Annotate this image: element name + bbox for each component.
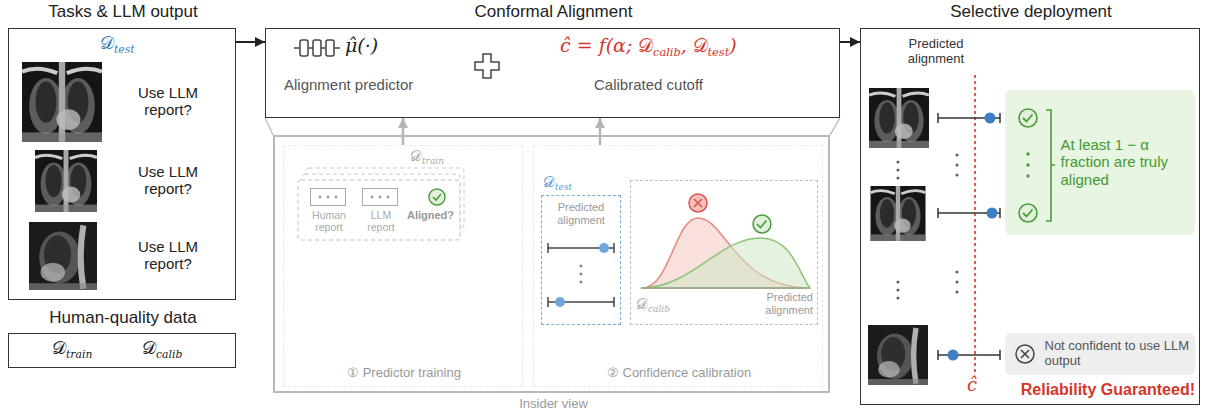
math-subscript: calib bbox=[156, 348, 182, 361]
axis-label: Predicted alignment bbox=[891, 37, 981, 67]
stage-title: ② Confidence calibration bbox=[534, 366, 824, 381]
question-text: Use LLM report? bbox=[126, 163, 210, 198]
math-subscript: train bbox=[422, 156, 444, 166]
dataset-symbol: 𝒟test bbox=[543, 173, 572, 192]
label-text: Aligned? bbox=[407, 209, 454, 221]
math-symbol: 𝒟 bbox=[52, 337, 66, 358]
view-caption: Insider view bbox=[275, 397, 832, 412]
math-symbol: 𝒟 bbox=[410, 147, 422, 165]
test-box: Predicted alignment bbox=[541, 195, 621, 325]
math-subscript: test bbox=[114, 43, 135, 56]
cutoff-formula: ĉ = f(α; 𝒟calib, 𝒟test) bbox=[560, 35, 737, 59]
panel-title: Tasks & LLM output bbox=[9, 2, 237, 22]
math-subscript: calib bbox=[648, 304, 670, 314]
math-symbol: 𝒟 bbox=[543, 173, 555, 191]
cutoff-symbol: ĉ bbox=[967, 375, 977, 396]
report-box: Human report bbox=[310, 188, 346, 206]
report-label: Human report bbox=[306, 209, 352, 233]
guarantee-banner: Reliability Guaranteed! bbox=[1021, 381, 1195, 399]
axis-label: Predicted alignment bbox=[545, 201, 617, 226]
guarantee-text: At least 1 − α fraction are truly aligne… bbox=[1061, 136, 1189, 188]
math-subscript: calib bbox=[653, 45, 681, 59]
panel-box: Tasks & LLM output bbox=[8, 28, 236, 300]
panel-title: Selective deployment bbox=[861, 2, 1201, 22]
math-symbol: 𝒟 bbox=[142, 337, 156, 358]
stage-region: ① Predictor trainingHuman reportLLM repo… bbox=[283, 145, 523, 387]
label-text: μ̂(·) bbox=[345, 34, 378, 56]
axis-label: Predicted alignment bbox=[735, 291, 813, 316]
stage-region: ② Confidence calibration Predicted alignm… bbox=[533, 145, 823, 387]
flow-arrow bbox=[840, 41, 860, 43]
report-label: LLM report bbox=[358, 209, 404, 233]
dataset-symbol: 𝒟train bbox=[410, 147, 444, 166]
math-symbol: 𝒟 bbox=[693, 34, 708, 56]
label-text: ) bbox=[729, 34, 736, 56]
math-symbol: 𝒟 bbox=[100, 32, 114, 53]
math-subscript: train bbox=[66, 348, 92, 361]
label-text: ĉ = f(α; bbox=[560, 34, 632, 56]
component-label: Calibrated cutoff bbox=[594, 76, 754, 93]
label-text: Use LLM report? bbox=[138, 238, 198, 272]
aligned-box: At least 1 − α fraction are truly aligne… bbox=[1005, 90, 1195, 235]
math-symbol: 𝒟 bbox=[636, 295, 648, 313]
predictor-symbol: μ̂(·) bbox=[345, 35, 378, 57]
data-box: Human-quality data bbox=[8, 333, 236, 368]
component-label: Alignment predictor bbox=[284, 76, 454, 93]
panel-title: Human-quality data bbox=[9, 308, 237, 328]
report-box: LLM report bbox=[362, 188, 398, 206]
label-text: , bbox=[681, 34, 687, 56]
flow-arrow bbox=[599, 118, 602, 145]
question-text: Use LLM report? bbox=[126, 238, 210, 273]
math-subscript: test bbox=[555, 182, 572, 192]
label-text: Use LLM report? bbox=[138, 163, 198, 197]
math-symbol: 𝒟 bbox=[638, 34, 653, 56]
dataset-symbol: 𝒟calib bbox=[636, 295, 670, 314]
dataset-symbol: 𝒟test bbox=[100, 33, 135, 56]
panel-title: Conformal Alignment bbox=[266, 2, 841, 22]
stage-title: ① Predictor training bbox=[284, 366, 524, 381]
math-subscript: test bbox=[708, 45, 730, 59]
plot-box: Predicted alignment bbox=[630, 180, 818, 325]
reject-box: Not confident to use LLM output bbox=[1005, 333, 1195, 375]
question-text: Use LLM report? bbox=[126, 84, 210, 119]
panel-box: Selective deploymentPredicted alignmentA… bbox=[860, 28, 1200, 405]
flow-arrow bbox=[236, 41, 265, 43]
dataset-symbol: 𝒟calib bbox=[142, 338, 182, 361]
flow-arrow bbox=[402, 118, 405, 145]
label-text: Reliability Guaranteed! bbox=[1021, 381, 1195, 398]
label-text: Use LLM report? bbox=[138, 84, 198, 118]
dataset-symbol: 𝒟train bbox=[52, 338, 92, 361]
label-text: ĉ bbox=[967, 374, 977, 395]
aligned-label: Aligned? bbox=[407, 209, 454, 222]
reject-text: Not confident to use LLM output bbox=[1045, 339, 1190, 369]
